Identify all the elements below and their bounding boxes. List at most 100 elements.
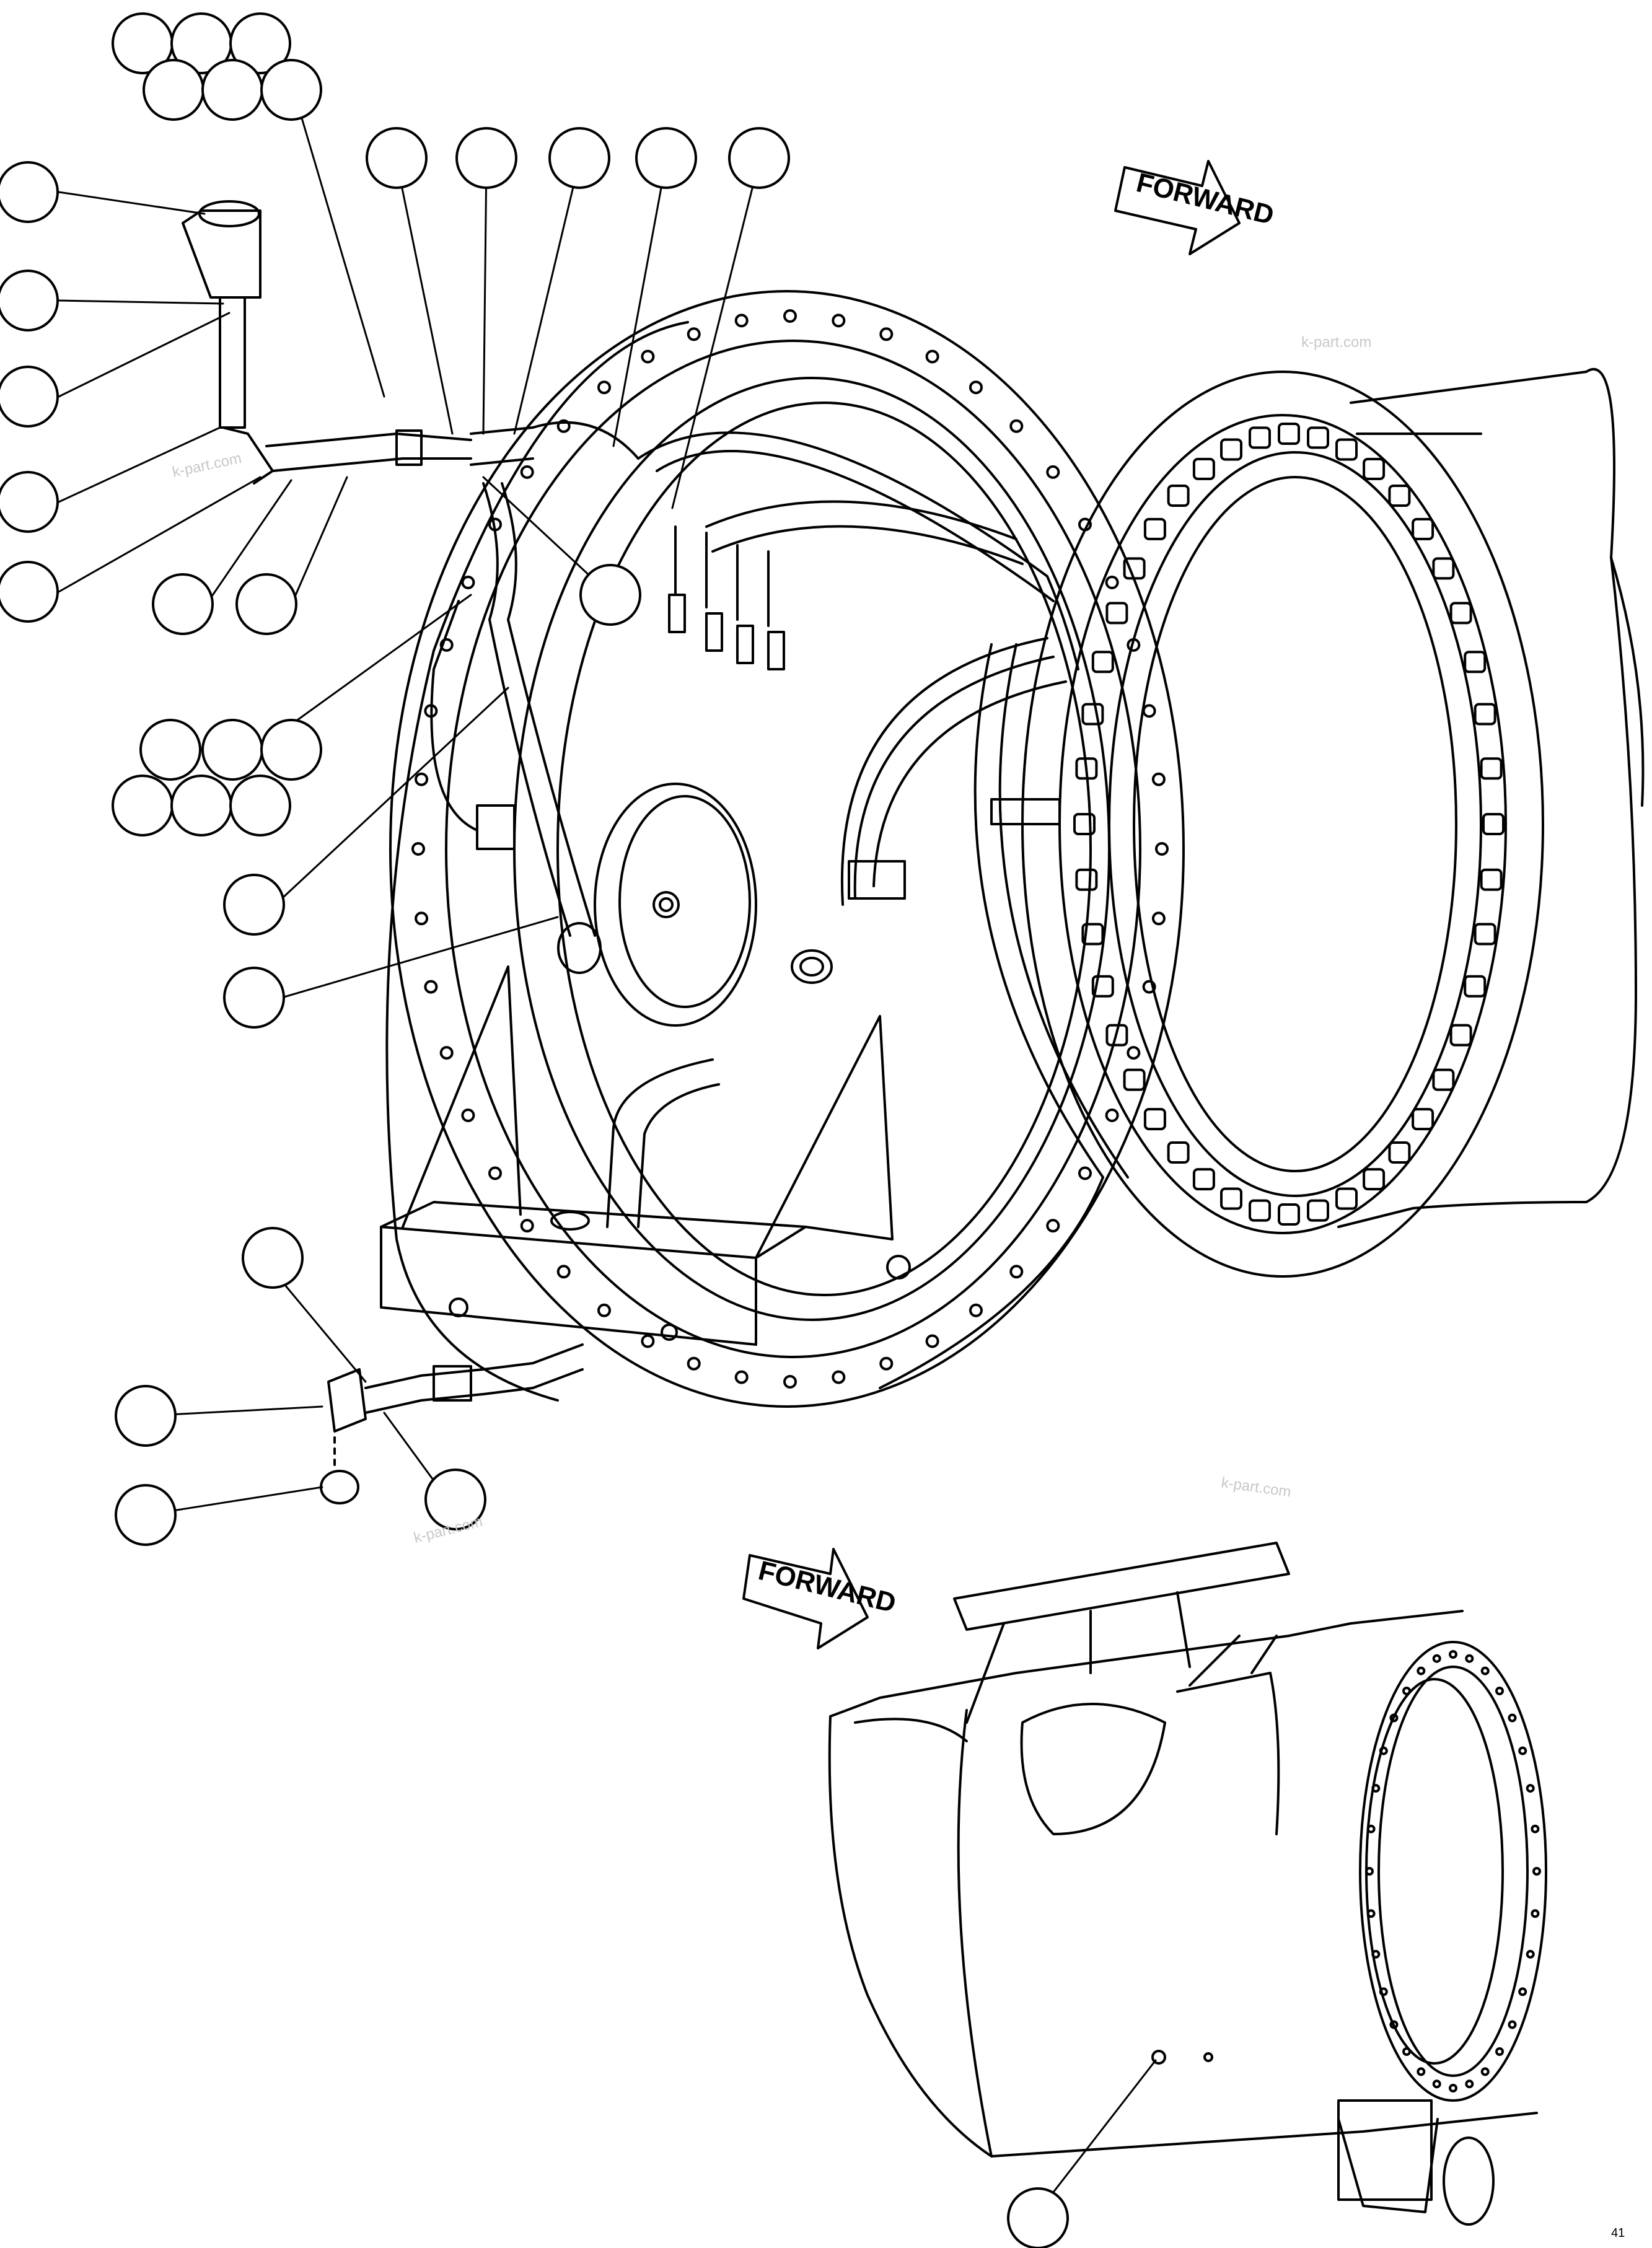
inset-hole <box>1371 1949 1381 1959</box>
bolt-head <box>1220 438 1242 461</box>
callout-bubble <box>201 59 263 121</box>
inset-hole <box>1432 2079 1441 2089</box>
flange-hole <box>411 842 425 856</box>
inset-hole <box>1449 2084 1457 2092</box>
flange-hole <box>1046 1219 1060 1233</box>
bolt-head <box>1464 975 1487 998</box>
bolt-head <box>1105 602 1128 625</box>
bolt-head <box>1249 1199 1271 1222</box>
flange-hole <box>1127 638 1141 652</box>
callout-bubble <box>0 561 59 623</box>
bolt-head <box>1123 1068 1146 1091</box>
callout-bubble <box>0 471 59 533</box>
inset-hole <box>1465 2079 1474 2089</box>
flange-hole <box>1105 1109 1119 1122</box>
flange-hole <box>687 327 701 341</box>
callout-bubble <box>579 564 641 626</box>
flange-hole <box>461 1109 475 1122</box>
inset-hole <box>1365 1867 1374 1876</box>
bolt-head <box>1081 923 1104 946</box>
flange-hole <box>556 419 571 433</box>
flange-hole <box>520 1219 534 1233</box>
flange-hole <box>1151 772 1166 786</box>
flange-hole <box>424 980 438 994</box>
callout-bubble <box>424 1469 486 1530</box>
bolt-head <box>1464 651 1487 674</box>
bolt-head <box>1449 602 1472 625</box>
callout-bubble <box>548 127 610 189</box>
flange-hole <box>415 911 429 926</box>
callout-bubble <box>115 1385 177 1447</box>
leader-lines <box>58 92 1157 2213</box>
bolt-head <box>1482 813 1505 835</box>
flange-hole <box>415 772 429 786</box>
bolt-head <box>1388 485 1411 507</box>
flange-bolt-holes <box>411 309 1169 1389</box>
inset-engine-view <box>828 1542 1547 2226</box>
flange-hole <box>597 1303 611 1317</box>
flange-hole <box>783 1375 797 1389</box>
callout-bubble <box>115 1484 177 1546</box>
flange-hole <box>687 1356 701 1371</box>
bolt-head <box>1388 1141 1411 1164</box>
watermark: k-part.com <box>1301 334 1371 351</box>
flange-hole <box>783 309 797 323</box>
inset-hole <box>1518 1746 1527 1755</box>
callout-bubble <box>0 366 59 428</box>
inset-hole <box>1432 1654 1441 1663</box>
hose-assembly <box>637 431 1129 1389</box>
bolt-head <box>1432 557 1455 580</box>
inset-hole <box>1508 2020 1517 2029</box>
bolt-head <box>1192 1168 1215 1191</box>
callout-bubbles <box>0 12 1069 2248</box>
inset-hole <box>1495 2047 1504 2056</box>
inset-hole <box>1532 1867 1541 1876</box>
callout-bubble <box>242 1227 304 1289</box>
engine-casing <box>1337 367 1645 1228</box>
upper-pipe-assembly <box>182 200 639 974</box>
flange-hole <box>832 1370 846 1384</box>
inset-hole <box>1526 1949 1535 1959</box>
inset-hole <box>1389 1713 1399 1723</box>
flange-hole <box>879 327 894 341</box>
callout-bubble <box>229 775 291 836</box>
callout-bubble <box>201 719 263 781</box>
inset-hole <box>1449 1650 1457 1659</box>
callout-bubble <box>0 270 59 331</box>
flange-hole <box>1151 911 1166 926</box>
flange-hole <box>1155 842 1169 856</box>
flange-hole <box>1009 419 1024 433</box>
callout-bubble <box>170 775 232 836</box>
inset-hole <box>1465 1654 1474 1663</box>
flange-hole <box>734 314 749 328</box>
inset-hole <box>1531 1909 1540 1918</box>
flange-hole <box>1046 465 1060 479</box>
bolt-head <box>1081 703 1104 726</box>
flange-hole <box>925 1334 939 1348</box>
callout-bubble <box>635 127 697 189</box>
bolt-head <box>1105 1024 1128 1047</box>
inset-hole <box>1402 2047 1411 2056</box>
callout-bubble <box>143 59 204 121</box>
bolt-head <box>1091 651 1114 674</box>
lower-fittings <box>320 1343 584 1504</box>
inset-hole <box>1366 1909 1376 1918</box>
inset-hole <box>1417 1666 1426 1675</box>
callout-bubble <box>260 59 322 121</box>
bolt-head <box>1432 1068 1455 1091</box>
bolt-head <box>1249 426 1271 449</box>
callout-bubble <box>223 967 285 1029</box>
flange-hole <box>1127 1046 1141 1060</box>
flange-hole <box>461 576 475 589</box>
flange-hole <box>1078 1166 1092 1180</box>
bolt-head <box>1474 923 1496 946</box>
inset-hole <box>1531 1824 1540 1833</box>
bolt-head <box>1143 1108 1166 1131</box>
flange-hole <box>488 1166 502 1180</box>
inset-hole <box>1495 1687 1504 1695</box>
forward-arrow-lower: FORWARD <box>742 1548 899 1649</box>
bolt-head <box>1480 757 1503 780</box>
flange-plate <box>385 290 1185 1408</box>
inset-hole <box>1366 1824 1376 1833</box>
bolt-head <box>1474 703 1496 726</box>
